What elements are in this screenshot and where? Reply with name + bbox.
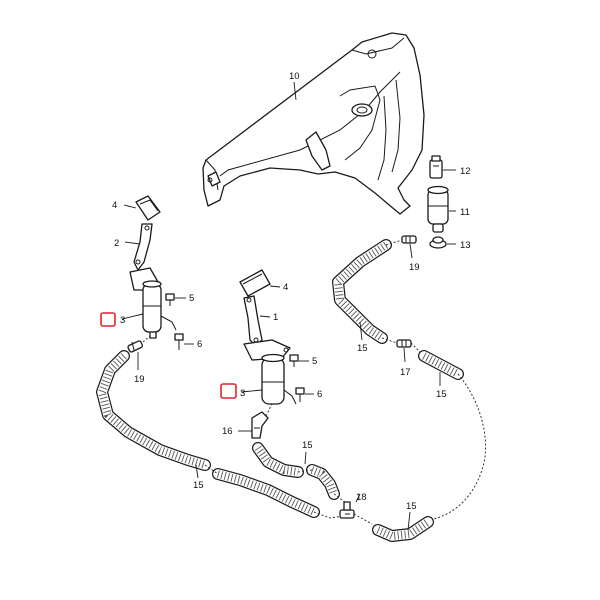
hose-middle-b	[306, 464, 340, 500]
callout-15-left: 15	[193, 480, 204, 491]
pump-connector	[429, 155, 443, 179]
callout-17: 17	[400, 367, 411, 378]
bracket-2	[133, 223, 153, 271]
highlight-3-left	[100, 312, 116, 327]
callout-11: 11	[460, 207, 470, 218]
washer-reservoir	[202, 32, 425, 215]
callout-15-middle: 15	[302, 440, 313, 451]
highlight-3-center	[220, 383, 237, 399]
callout-4-center: 4	[283, 282, 288, 293]
callout-18: 18	[356, 492, 367, 503]
callout-1: 1	[273, 312, 278, 323]
callout-3-left: 3	[120, 315, 125, 326]
hose-connector-19-left	[127, 340, 144, 353]
hose-bottom-right	[372, 516, 434, 542]
callout-19-upper: 19	[409, 262, 420, 273]
hose-long-left	[96, 350, 211, 471]
callout-10: 10	[289, 71, 300, 82]
callout-12: 12	[460, 166, 471, 177]
grommet	[429, 236, 447, 249]
cylinder-3-left	[129, 267, 177, 339]
callout-5-center: 5	[312, 356, 317, 367]
hose-upper-right	[332, 239, 392, 344]
callout-6-center: 6	[317, 389, 322, 400]
callout-15-upper-right: 15	[357, 343, 368, 354]
callout-4-left: 4	[112, 200, 117, 211]
hose-lower-left	[212, 468, 320, 518]
elbow-16	[251, 411, 269, 439]
hose-connector-19-upper	[401, 235, 417, 244]
hose-short-right	[418, 350, 464, 380]
callout-15-bottom: 15	[406, 501, 417, 512]
bolt-5-left	[165, 293, 175, 306]
cap-4-left	[135, 195, 161, 221]
washer-pump	[427, 185, 449, 233]
callout-15-right: 15	[436, 389, 447, 400]
connector-17	[396, 339, 412, 348]
screw-6-center	[295, 387, 305, 402]
callout-13: 13	[460, 240, 471, 251]
bolt-5-center	[289, 354, 299, 367]
cylinder-3-center	[243, 339, 297, 405]
arm-1	[243, 295, 263, 347]
callout-3-center: 3	[240, 388, 245, 399]
cap-4-center	[239, 269, 271, 297]
callout-2: 2	[114, 238, 119, 249]
callout-5-left: 5	[189, 293, 194, 304]
t-connector-18	[339, 501, 355, 519]
callout-19-left: 19	[134, 374, 145, 385]
screw-6-left	[174, 333, 184, 350]
callout-16: 16	[222, 426, 233, 437]
callout-6-left: 6	[197, 339, 202, 350]
hose-middle-a	[252, 442, 304, 478]
